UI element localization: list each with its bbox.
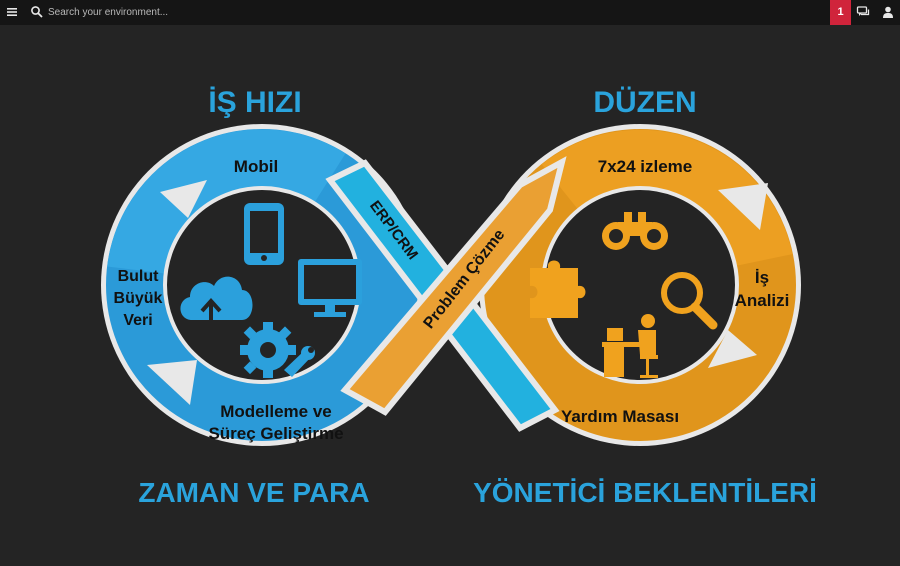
- label-7x24-izleme: 7x24 izleme: [598, 157, 693, 176]
- puzzle-icon: [530, 260, 586, 318]
- heading-yonetici-beklentileri: YÖNETİCİ BEKLENTİLERİ: [473, 477, 817, 508]
- left-arrow-separator-bottom: [147, 360, 197, 405]
- right-arrow-separator-bottom: [708, 330, 757, 368]
- gear-wrench-icon: [240, 322, 315, 378]
- desk-worker-icon: [602, 314, 658, 378]
- label-mobil: Mobil: [234, 157, 278, 176]
- monitor-icon: [298, 259, 362, 317]
- left-loop-upper-segment: [107, 129, 346, 275]
- label-buyuk: Büyük: [114, 290, 163, 307]
- label-is: İş: [755, 268, 769, 287]
- right-loop-upper-segment: [541, 129, 793, 267]
- label-bulut: Bulut: [118, 268, 160, 285]
- label-modelleme: Modelleme ve: [220, 402, 332, 421]
- search-input[interactable]: [48, 3, 328, 22]
- heading-is-hizi: İŞ HIZI: [208, 86, 301, 119]
- left-loop-hole: [165, 188, 359, 382]
- label-surec: Süreç Geliştirme: [208, 424, 343, 443]
- heading-zaman-ve-para: ZAMAN VE PARA: [138, 477, 369, 508]
- search-icon: [31, 6, 43, 18]
- binoculars-icon: [602, 212, 668, 250]
- notification-badge[interactable]: 1: [830, 0, 851, 25]
- problem-cozme-band: [340, 156, 567, 416]
- right-loop-hole: [543, 188, 737, 382]
- right-arrow-separator-top: [718, 183, 768, 230]
- search-bar[interactable]: [30, 3, 330, 22]
- top-bar: 1: [0, 0, 900, 25]
- chat-icon[interactable]: [856, 5, 871, 20]
- heading-duzen: DÜZEN: [593, 86, 696, 119]
- user-icon[interactable]: [881, 5, 895, 19]
- menu-icon[interactable]: [5, 5, 19, 19]
- mobile-phone-icon: [244, 203, 284, 265]
- left-arrow-separator-top: [160, 180, 207, 218]
- magnifier-icon: [661, 272, 718, 330]
- cloud-upload-icon: [180, 276, 253, 333]
- label-yardim-masasi: Yardım Masası: [561, 407, 679, 426]
- label-analizi: Analizi: [735, 291, 790, 310]
- infinity-diagram: İŞ HIZI DÜZEN ZAMAN VE PARA YÖNETİCİ BEK…: [101, 86, 817, 508]
- label-veri: Veri: [123, 312, 152, 329]
